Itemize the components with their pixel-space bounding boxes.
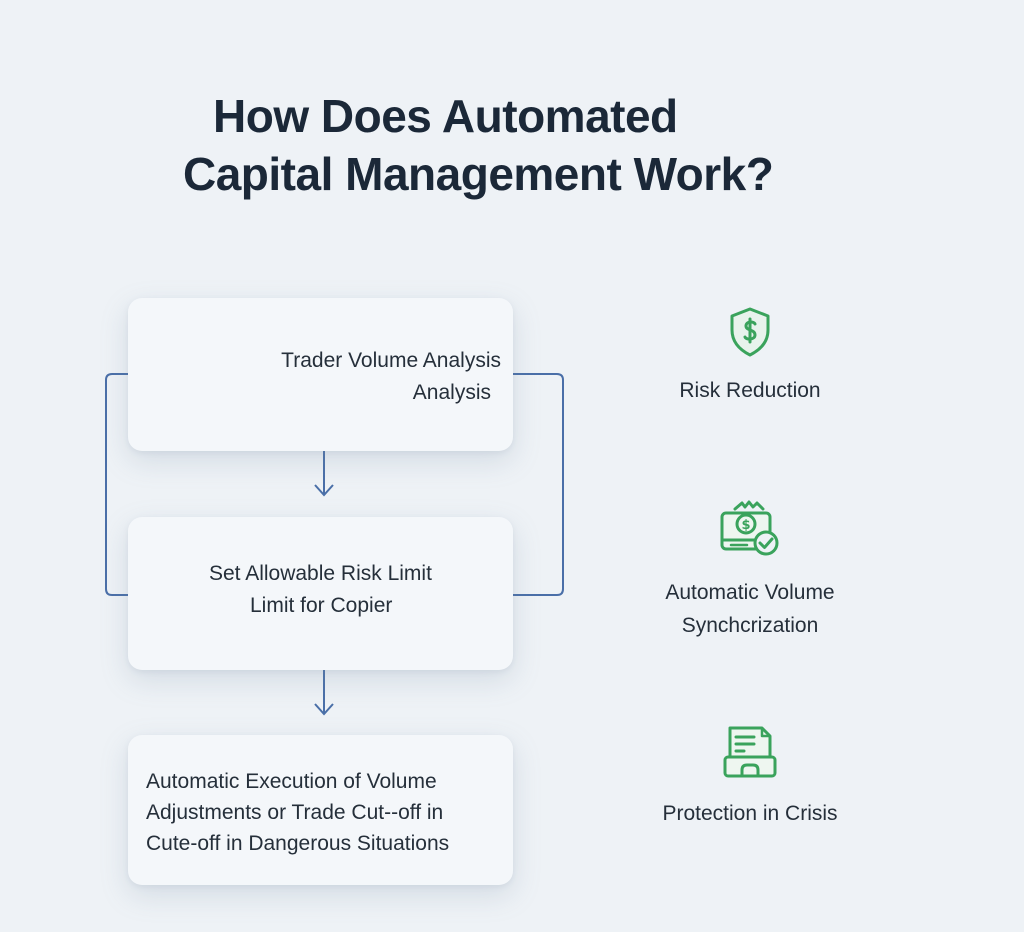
- feature-automatic-volume-sync: $ Automatic Volume Synchcrization: [640, 500, 860, 642]
- flow-step-3: Automatic Execution of Volume Adjustment…: [128, 735, 513, 885]
- feature-risk-reduction: Risk Reduction: [650, 306, 850, 407]
- svg-text:$: $: [741, 518, 750, 533]
- flow-step-2-line-2: Limit for Copier: [250, 594, 393, 617]
- flow-step-1: Trader Volume Analysis Analysis: [128, 298, 513, 451]
- arrow-down-icon: [314, 451, 334, 497]
- flow-step-3-line-2: Adjustments or Trade Cut--off in: [146, 801, 444, 824]
- title-line-1: How Does Automated: [213, 90, 678, 142]
- feature-label: Risk Reduction: [679, 379, 821, 402]
- flow-step-3-line-3: Cute-off in Dangerous Situations: [146, 832, 450, 855]
- flow-step-1-line-2: Analysis: [412, 381, 491, 404]
- loop-bracket-left: [105, 373, 128, 596]
- title-line-2: Capital Management Work?: [183, 148, 774, 200]
- feature-label-line-2: Synchcrization: [681, 614, 819, 637]
- money-sync-check-icon: $: [720, 500, 779, 556]
- feature-protection-in-crisis: Protection in Crisis: [650, 725, 850, 830]
- flow-step-2: Set Allowable Risk Limit Limit for Copie…: [128, 517, 513, 670]
- feature-label: Protection in Crisis: [662, 802, 838, 825]
- feature-label-line-1: Automatic Volume: [665, 581, 835, 604]
- flow-step-2-line-1: Set Allowable Risk Limit: [209, 562, 432, 585]
- shield-dollar-icon: [730, 307, 770, 357]
- flow-step-1-line-1: Trader Volume Analysis: [281, 349, 501, 372]
- arrow-down-icon: [314, 670, 334, 716]
- flow-step-3-line-1: Automatic Execution of Volume: [146, 770, 437, 793]
- loop-bracket-right: [513, 373, 564, 596]
- document-tray-icon: [723, 726, 777, 778]
